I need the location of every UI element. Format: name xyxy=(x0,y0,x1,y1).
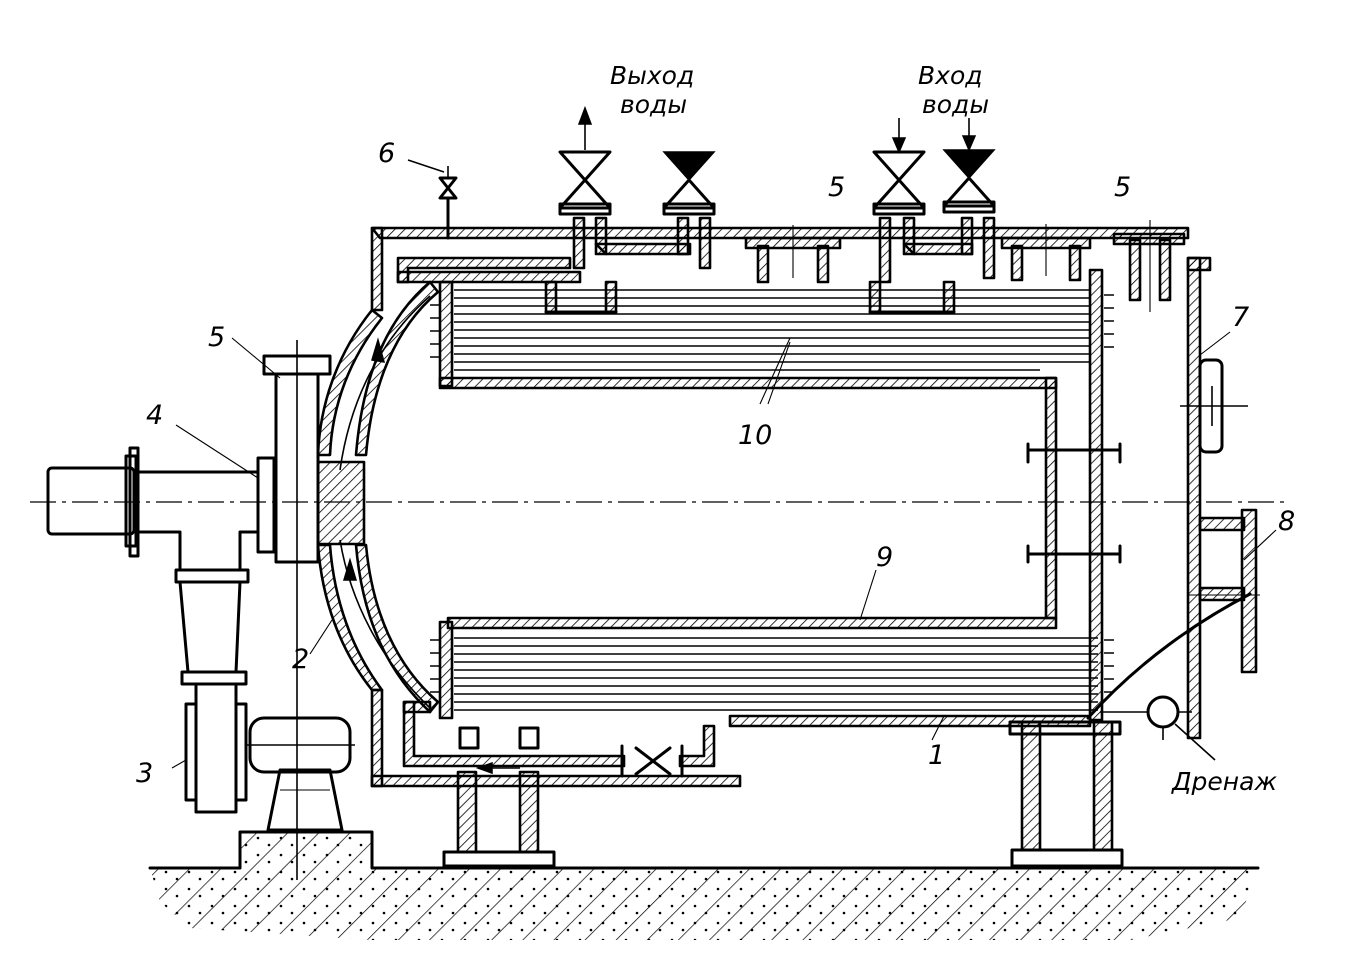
part-label-10: 10 xyxy=(738,420,772,451)
part-label-5-top-middle: 5 xyxy=(828,172,845,203)
water-outlet-valves xyxy=(558,105,716,270)
foundation xyxy=(148,830,1260,940)
water-outlet-label: Выход воды xyxy=(610,61,694,119)
water-outlet-label-line1: Выход xyxy=(610,61,694,90)
part-label-7: 7 xyxy=(1232,302,1249,333)
outlet-nozzle xyxy=(1086,508,1260,720)
water-inlet-label-line1: Вход xyxy=(918,61,983,90)
water-inlet-label-line2: воды xyxy=(922,90,989,119)
leader-lines xyxy=(171,337,1277,769)
upper-tube-bundle xyxy=(430,280,1114,620)
drain-valve xyxy=(1100,695,1216,761)
left-support xyxy=(442,770,556,868)
water-outlet-label-line2: воды xyxy=(620,90,687,119)
upper-header xyxy=(396,256,956,314)
drainage-label: Дренаж xyxy=(1171,767,1277,796)
fan-vertical-duct xyxy=(174,568,250,814)
fan-outlet-nozzle xyxy=(262,340,366,880)
part-label-3: 3 xyxy=(136,758,153,789)
top-nozzle-middle xyxy=(744,225,842,284)
part-label-8: 8 xyxy=(1278,506,1295,537)
lower-tube-bundle xyxy=(430,616,1114,720)
part-label-4: 4 xyxy=(146,400,163,431)
tube-sheet-right xyxy=(1026,268,1122,722)
part-label-9: 9 xyxy=(876,542,893,573)
bottom-return-pipe xyxy=(402,700,716,778)
motor-base xyxy=(266,768,344,832)
part-label-2: 2 xyxy=(292,644,309,675)
part-label-6: 6 xyxy=(378,138,395,169)
part-label-5-left: 5 xyxy=(208,322,225,353)
water-inlet-label: Вход воды xyxy=(918,61,989,119)
part-label-5-top-right: 5 xyxy=(1114,172,1131,203)
water-inlet-valves xyxy=(872,118,996,284)
top-vent-nozzle xyxy=(1112,220,1186,312)
air-vent-valve xyxy=(407,159,458,240)
right-end-cover xyxy=(1180,256,1248,740)
part-label-1: 1 xyxy=(928,740,945,771)
fan-motor xyxy=(246,716,355,774)
right-support xyxy=(1008,720,1124,868)
top-nozzle-right xyxy=(1000,224,1092,282)
flow-arrows xyxy=(339,295,431,709)
